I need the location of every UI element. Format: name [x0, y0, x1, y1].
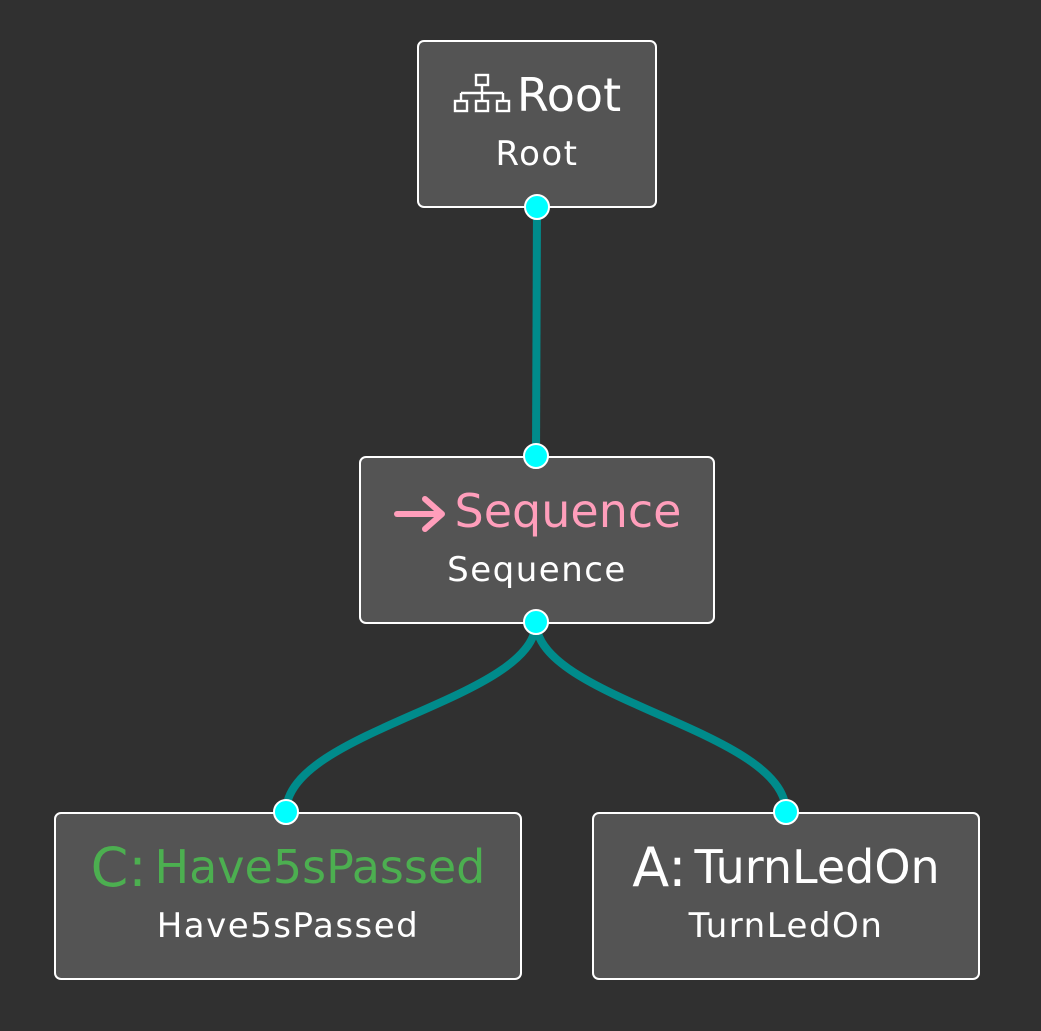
node-have5spassed-title: Have5sPassed	[154, 840, 486, 894]
node-root-title: Root	[516, 68, 622, 122]
condition-prefix: C:	[90, 835, 147, 899]
node-turnledon-title: TurnLedOn	[694, 840, 940, 894]
node-root[interactable]: Root Root	[417, 40, 657, 208]
edge-sequence-have5spassed	[282, 621, 540, 813]
node-turnledon-name: TurnLedOn	[688, 906, 884, 946]
tree-hierarchy-icon	[453, 73, 511, 117]
node-sequence-title-row: Sequence	[361, 480, 713, 542]
edge-root-sequence	[532, 206, 541, 457]
port-sequence-input[interactable]	[523, 443, 549, 469]
node-have5spassed-name: Have5sPassed	[156, 906, 420, 946]
node-have5spassed-title-row: C: Have5sPassed	[56, 835, 520, 899]
node-turnledon[interactable]: A: TurnLedOn TurnLedOn	[592, 812, 980, 980]
node-sequence-title: Sequence	[454, 484, 682, 538]
node-root-title-row: Root	[419, 64, 655, 126]
node-sequence-name: Sequence	[447, 550, 627, 590]
port-sequence-output[interactable]	[523, 609, 549, 635]
action-prefix: A:	[632, 835, 687, 899]
node-root-name: Root	[495, 134, 579, 174]
node-sequence[interactable]: Sequence Sequence	[359, 456, 715, 624]
node-have5spassed[interactable]: C: Have5sPassed Have5sPassed	[54, 812, 522, 980]
port-root-output[interactable]	[524, 194, 550, 220]
node-turnledon-title-row: A: TurnLedOn	[594, 835, 978, 899]
arrow-right-icon	[393, 491, 449, 532]
port-have5spassed-input[interactable]	[273, 799, 299, 825]
port-turnledon-input[interactable]	[773, 799, 799, 825]
edge-sequence-turnledon	[532, 621, 790, 813]
